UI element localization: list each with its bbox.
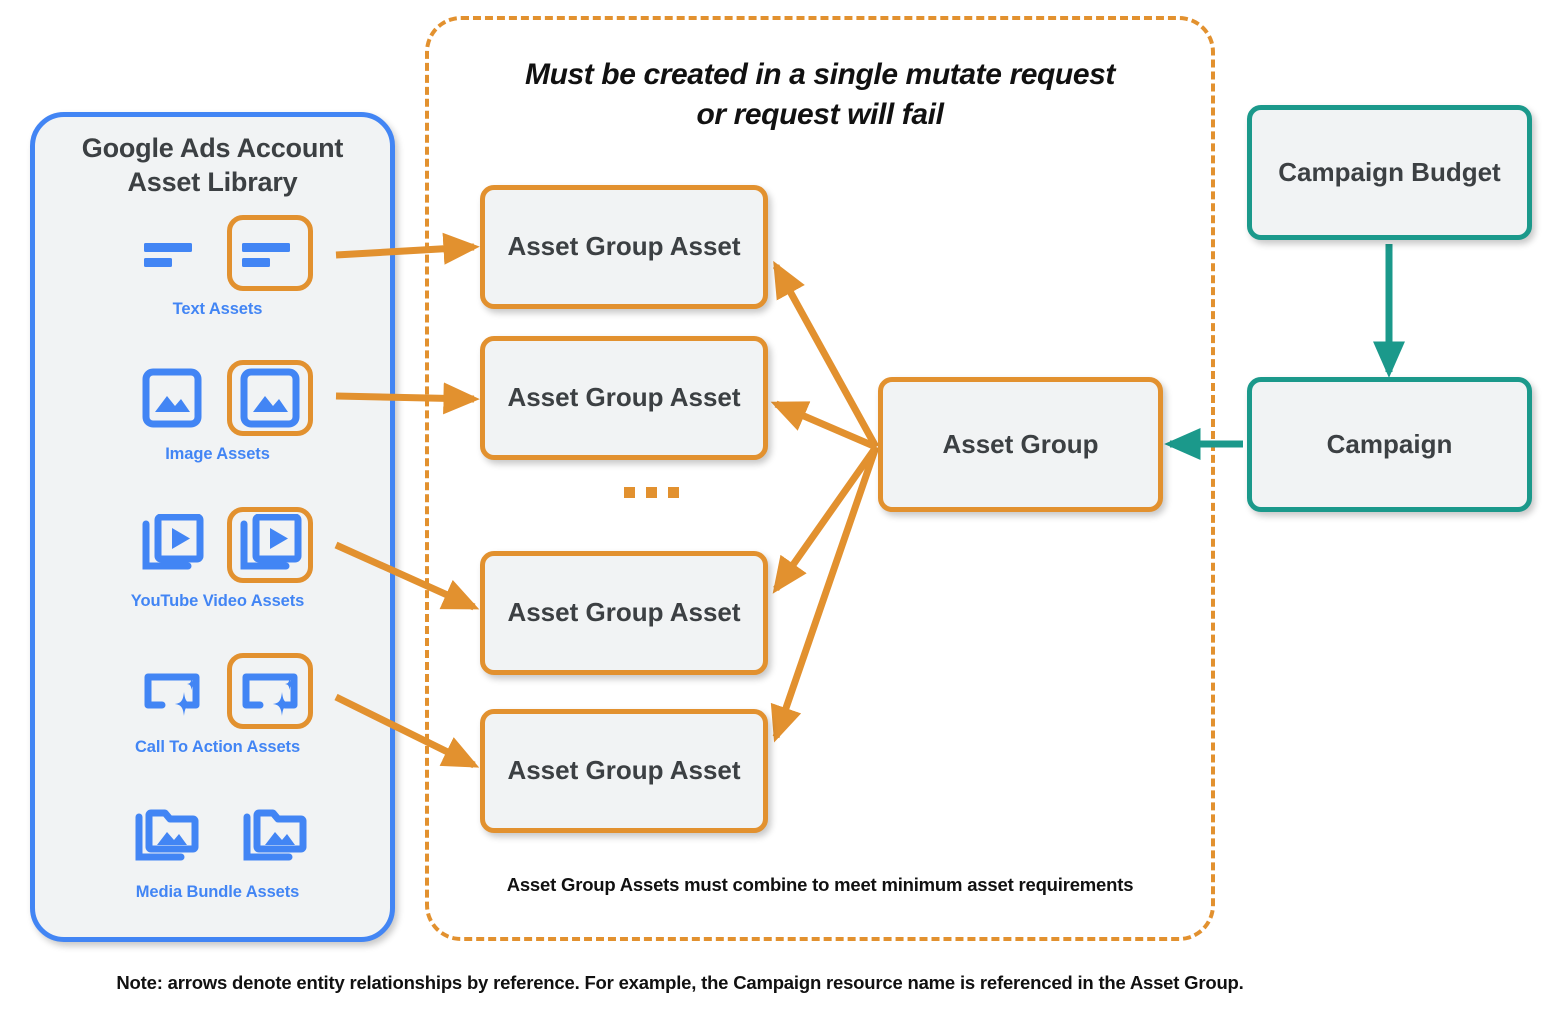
asset-label-image: Image Assets (165, 445, 270, 463)
call-to-action-sparkle-icon (129, 653, 215, 729)
call-to-action-sparkle-icon-highlighted[interactable] (226, 653, 313, 729)
asset-group-asset-label-3: Asset Group Asset (507, 597, 741, 628)
ellipsis-dot-1 (624, 487, 635, 498)
asset-icons-media-bundle (35, 790, 400, 882)
image-picture-icon-highlighted[interactable] (226, 360, 313, 436)
campaign-node-label: Campaign (1326, 428, 1453, 459)
ellipsis-dot-2 (646, 487, 657, 498)
asset-row-cta: Call To Action Assets (35, 645, 400, 757)
asset-group-asset-node-1[interactable]: Asset Group Asset (480, 185, 768, 309)
asset-group-asset-label-4: Asset Group Asset (507, 755, 741, 786)
diagram-footer-note: Note: arrows denote entity relationships… (116, 972, 1244, 993)
asset-library-title-line2: Asset Library (127, 167, 298, 198)
asset-group-asset-node-4[interactable]: Asset Group Asset (480, 709, 768, 833)
video-play-stack-icon-highlighted[interactable] (226, 507, 313, 583)
mutate-note-line1: Must be created in a single mutate reque… (524, 58, 1116, 91)
campaign-budget-node-label: Campaign Budget (1278, 156, 1501, 187)
asset-icons-video (35, 499, 400, 591)
asset-label-media-bundle: Media Bundle Assets (135, 883, 300, 901)
asset-library-title-line1: Google Ads Account (81, 133, 344, 163)
asset-row-image: Image Assets (35, 352, 400, 464)
asset-requirements-note: Asset Group Assets must combine to meet … (506, 874, 1134, 895)
asset-group-node-label: Asset Group (942, 428, 1099, 459)
asset-group-asset-node-3[interactable]: Asset Group Asset (480, 551, 768, 675)
asset-group-node[interactable]: Asset Group (878, 377, 1163, 512)
video-play-stack-icon (129, 507, 215, 583)
asset-label-cta: Call To Action Assets (134, 738, 301, 756)
asset-row-text: Text Assets (35, 207, 400, 319)
asset-label-text: Text Assets (172, 300, 263, 318)
mutate-request-container (425, 16, 1215, 941)
asset-library-title: Google Ads Account Asset Library (35, 131, 390, 199)
mutate-note-line2: or request will fail (696, 97, 944, 131)
asset-group-asset-label-2: Asset Group Asset (507, 382, 741, 413)
ellipsis-dot-3 (668, 487, 679, 498)
asset-group-asset-node-2[interactable]: Asset Group Asset (480, 336, 768, 460)
campaign-budget-node[interactable]: Campaign Budget (1247, 105, 1532, 240)
mutate-request-note: Must be created in a single mutate reque… (440, 55, 1200, 134)
asset-library-panel: Google Ads Account Asset Library (30, 112, 395, 942)
ellipsis-indicator (624, 487, 694, 498)
asset-icons-image (35, 352, 400, 444)
asset-group-asset-label-1: Asset Group Asset (507, 231, 741, 262)
text-lines-icon-highlighted[interactable] (226, 215, 313, 291)
asset-icons-text (35, 207, 400, 299)
media-bundle-folder-icon (124, 798, 210, 874)
asset-row-media-bundle: Media Bundle Assets (35, 790, 400, 902)
text-lines-icon (129, 215, 215, 291)
asset-row-video: YouTube Video Assets (35, 499, 400, 611)
asset-icons-cta (35, 645, 400, 737)
media-bundle-folder-icon-2 (232, 798, 318, 874)
asset-label-video: YouTube Video Assets (130, 592, 305, 610)
campaign-node[interactable]: Campaign (1247, 377, 1532, 512)
image-picture-icon (129, 360, 215, 436)
